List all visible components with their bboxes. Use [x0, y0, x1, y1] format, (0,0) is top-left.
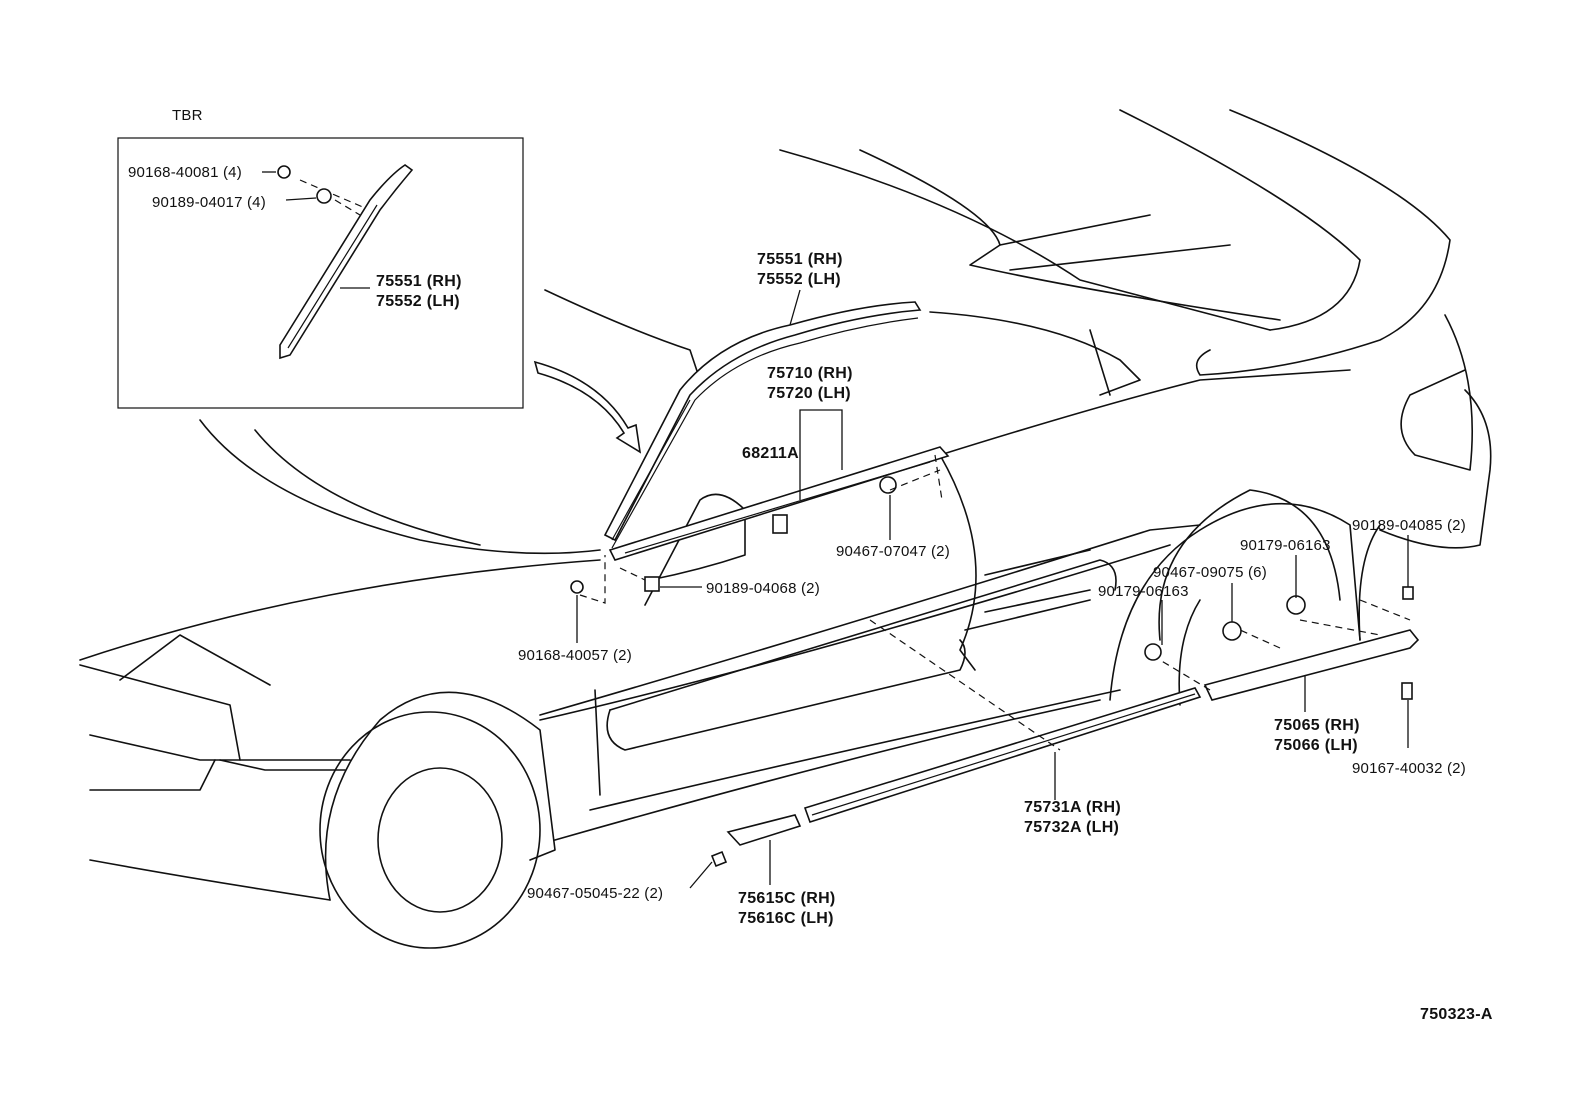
rear-molding: [1203, 629, 1420, 701]
label-belt-molding-lh: 75720 (LH): [767, 385, 851, 402]
labels: TBR 90168-40081 (4) 90189-04017 (4) 7555…: [128, 107, 1493, 1023]
rear-clip-lower-icon: [1144, 643, 1162, 661]
label-rocker-molding-lh: 75732A (LH): [1024, 819, 1119, 836]
roof-molding: [603, 301, 922, 542]
inset-box: [117, 137, 524, 409]
front-rocker-clip-icon: [710, 850, 728, 868]
label-inset-molding-rh: 75551 (RH): [376, 273, 462, 290]
label-rear-molding-lh: 75066 (LH): [1274, 737, 1358, 754]
label-rear-clip-lower: 90179-06163: [1098, 583, 1189, 600]
car-body-outline: [79, 109, 1492, 949]
label-rear-molding-rh: 75065 (RH): [1274, 717, 1360, 734]
front-screw-icon: [570, 580, 584, 594]
label-inset-clip-screw: 90168-40081 (4): [128, 164, 242, 181]
label-front-nut: 90189-04068 (2): [706, 580, 820, 597]
label-rear-clip-upper: 90179-06163: [1240, 537, 1331, 554]
belt-clip-icon: [772, 514, 788, 534]
label-inset-molding-lh: 75552 (LH): [376, 293, 460, 310]
rear-nut-icon: [1402, 586, 1414, 600]
inset-roof-molding: [279, 164, 414, 360]
label-door-clip: 90467-07047 (2): [836, 543, 950, 560]
label-rear-nut: 90189-04085 (2): [1352, 517, 1466, 534]
label-front-rocker-lh: 75616C (LH): [738, 910, 834, 927]
label-belt-molding-rh: 75710 (RH): [767, 365, 853, 382]
label-roof-molding-lh: 75552 (LH): [757, 271, 841, 288]
inset-frame: [117, 137, 524, 409]
label-roof-molding-rh: 75551 (RH): [757, 251, 843, 268]
label-rear-screw: 90167-40032 (2): [1352, 760, 1466, 777]
front-nut-icon: [644, 576, 660, 592]
label-belt-clip: 68211A: [742, 445, 799, 462]
inset-nut-icon: [316, 188, 332, 204]
door-clip-icon: [879, 476, 897, 494]
figure-id: 750323-A: [1420, 1006, 1493, 1023]
inset-arrow-icon: [533, 360, 642, 454]
rear-screw-icon: [1401, 682, 1413, 700]
parts: [570, 289, 1420, 889]
label-front-rocker-rh: 75615C (RH): [738, 890, 836, 907]
rear-clip-upper-icon: [1286, 595, 1306, 615]
label-inset-clip-nut: 90189-04017 (4): [152, 194, 266, 211]
front-rocker-molding: [726, 814, 802, 846]
label-rear-clip-mid: 90467-09075 (6): [1153, 564, 1267, 581]
label-rocker-molding-rh: 75731A (RH): [1024, 799, 1121, 816]
inset-screw-icon: [277, 165, 291, 179]
label-front-screw: 90168-40057 (2): [518, 647, 632, 664]
inset-title: TBR: [172, 107, 203, 124]
rear-clip-mid-icon: [1222, 621, 1242, 641]
label-front-rocker-clip: 90467-05045-22 (2): [527, 885, 663, 902]
